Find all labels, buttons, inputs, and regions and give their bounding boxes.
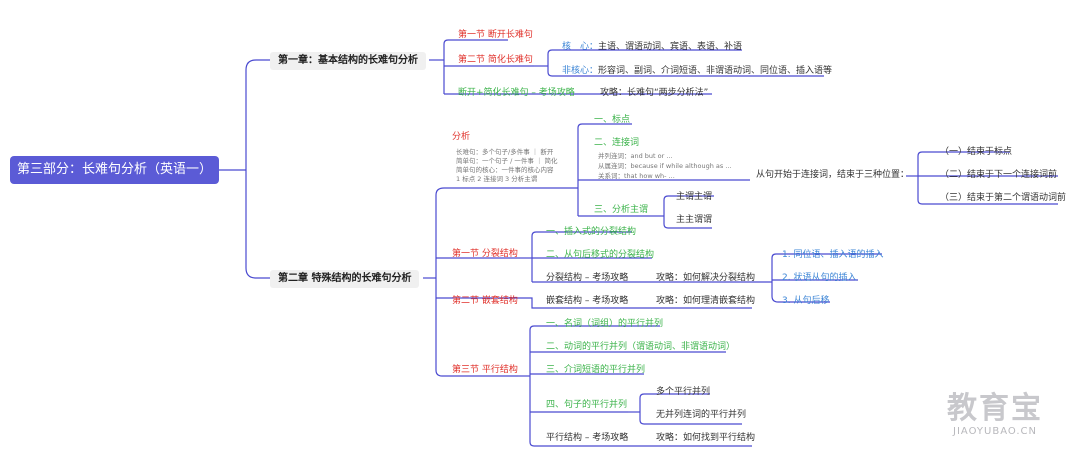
s1-t3: 3. 从句后移 — [782, 296, 830, 306]
s1-exam: 分裂结构 – 考场攻略 — [546, 273, 629, 283]
s2-exam: 嵌套结构 – 考场攻略 — [546, 296, 629, 306]
core-text-rest: 主语、谓语动词、宾语、表语、补语 — [598, 42, 743, 52]
p3-b: 主主谓谓 — [676, 215, 713, 225]
clause-start: 从句开始于连接词，结束于三种位置： — [756, 170, 910, 180]
analysis-note-2: 简单句：一个句子 / 一件事 ｜ 简化 — [456, 157, 558, 165]
ch1-exam: 断开+简化长难句 – 考场攻略 — [458, 88, 575, 98]
s1-t1: 1. 同位语、插入语的插入 — [782, 250, 884, 260]
s1-label: 第一节 分裂结构 — [452, 249, 518, 259]
ch1-noncore-rest: 形容词、副词、介词短语、非谓语动词、同位语、插入语等 — [598, 66, 833, 76]
s3-item4b: 无并列连词的平行并列 — [656, 410, 747, 420]
analysis-p2: 二、连接词 — [594, 138, 640, 148]
ch1-section2: 第二节 简化长难句 — [458, 55, 533, 65]
s1-t2: 2. 状语从句的插入 — [782, 273, 857, 283]
analysis-note-4: 1 标点 2 连接词 3 分析主谓 — [456, 175, 538, 183]
s3-item4a: 多个平行并列 — [656, 387, 711, 397]
clause-end-3: （三）结束于第二个谓语动词前 — [940, 193, 1067, 203]
watermark-logo: 教育宝 — [947, 391, 1043, 426]
chapter2-title: 第二章 特殊结构的长难句分析 — [270, 270, 420, 288]
s3-item2: 二、动词的平行并列（谓语动词、非谓语动词） — [546, 342, 736, 352]
core-text: 核 心：主语、谓语动词、宾语、表语、补语 — [562, 42, 742, 52]
s1-item1: 一、插入式的分裂结构 — [546, 227, 637, 237]
s1-item2: 二、从句后移式的分裂结构 — [546, 250, 655, 260]
core-text-prefix: 核 心： — [562, 42, 599, 52]
s3-item4: 四、句子的平行并列 — [546, 400, 628, 410]
ch1-tactic: 攻略：长难句“两步分析法” — [600, 88, 709, 98]
p2-note-2: 从属连词：because if while although as ... — [598, 162, 732, 170]
p3-a: 主谓主谓 — [676, 192, 713, 202]
root-node: 第三部分：长难句分析（英语一） — [10, 156, 219, 184]
s1-tactic: 攻略：如何解决分裂结构 — [656, 273, 756, 283]
watermark-site: JIAOYUBAO.CN — [953, 426, 1037, 437]
ch1-core: 核 心：主语、谓语动词、宾语、表语、补语 — [562, 41, 742, 53]
s3-exam: 平行结构 – 考场攻略 — [546, 433, 629, 443]
clause-end-1: （一）结束于标点 — [940, 147, 1013, 157]
analysis-note-1: 长难句：多个句子/多件事 ｜ 断开 — [456, 148, 554, 156]
analysis-p3: 三、分析主谓 — [594, 205, 649, 215]
chapter1-title: 第一章：基本结构的长难句分析 — [270, 52, 426, 70]
s2-tactic: 攻略：如何理清嵌套结构 — [656, 296, 756, 306]
watermark: 教育宝 JIAOYUBAO.CN — [920, 392, 1070, 438]
ch1-noncore-prefix: 非核心： — [562, 66, 599, 76]
ch1-section1: 第一节 断开长难句 — [458, 30, 533, 40]
p2-note-3: 关系词：that how wh- ... — [598, 172, 675, 180]
analysis-p1: 一、标点 — [594, 115, 631, 125]
s3-item1: 一、名词（词组）的平行并列 — [546, 319, 664, 329]
s3-tactic: 攻略：如何找到平行结构 — [656, 433, 756, 443]
analysis-note-3: 简单句的核心：一件事的核心内容 — [456, 166, 554, 174]
s2-label: 第二节 嵌套结构 — [452, 296, 518, 306]
s3-item3: 三、介词短语的平行并列 — [546, 365, 646, 375]
s3-label: 第三节 平行结构 — [452, 365, 518, 375]
clause-end-2: （二）结束于下一个连接词前 — [940, 170, 1058, 180]
ch1-noncore: 非核心：形容词、副词、介词短语、非谓语动词、同位语、插入语等 — [562, 65, 832, 77]
analysis-label: 分析 — [452, 132, 471, 142]
p2-note-1: 并列连词：and but or ... — [598, 152, 673, 160]
